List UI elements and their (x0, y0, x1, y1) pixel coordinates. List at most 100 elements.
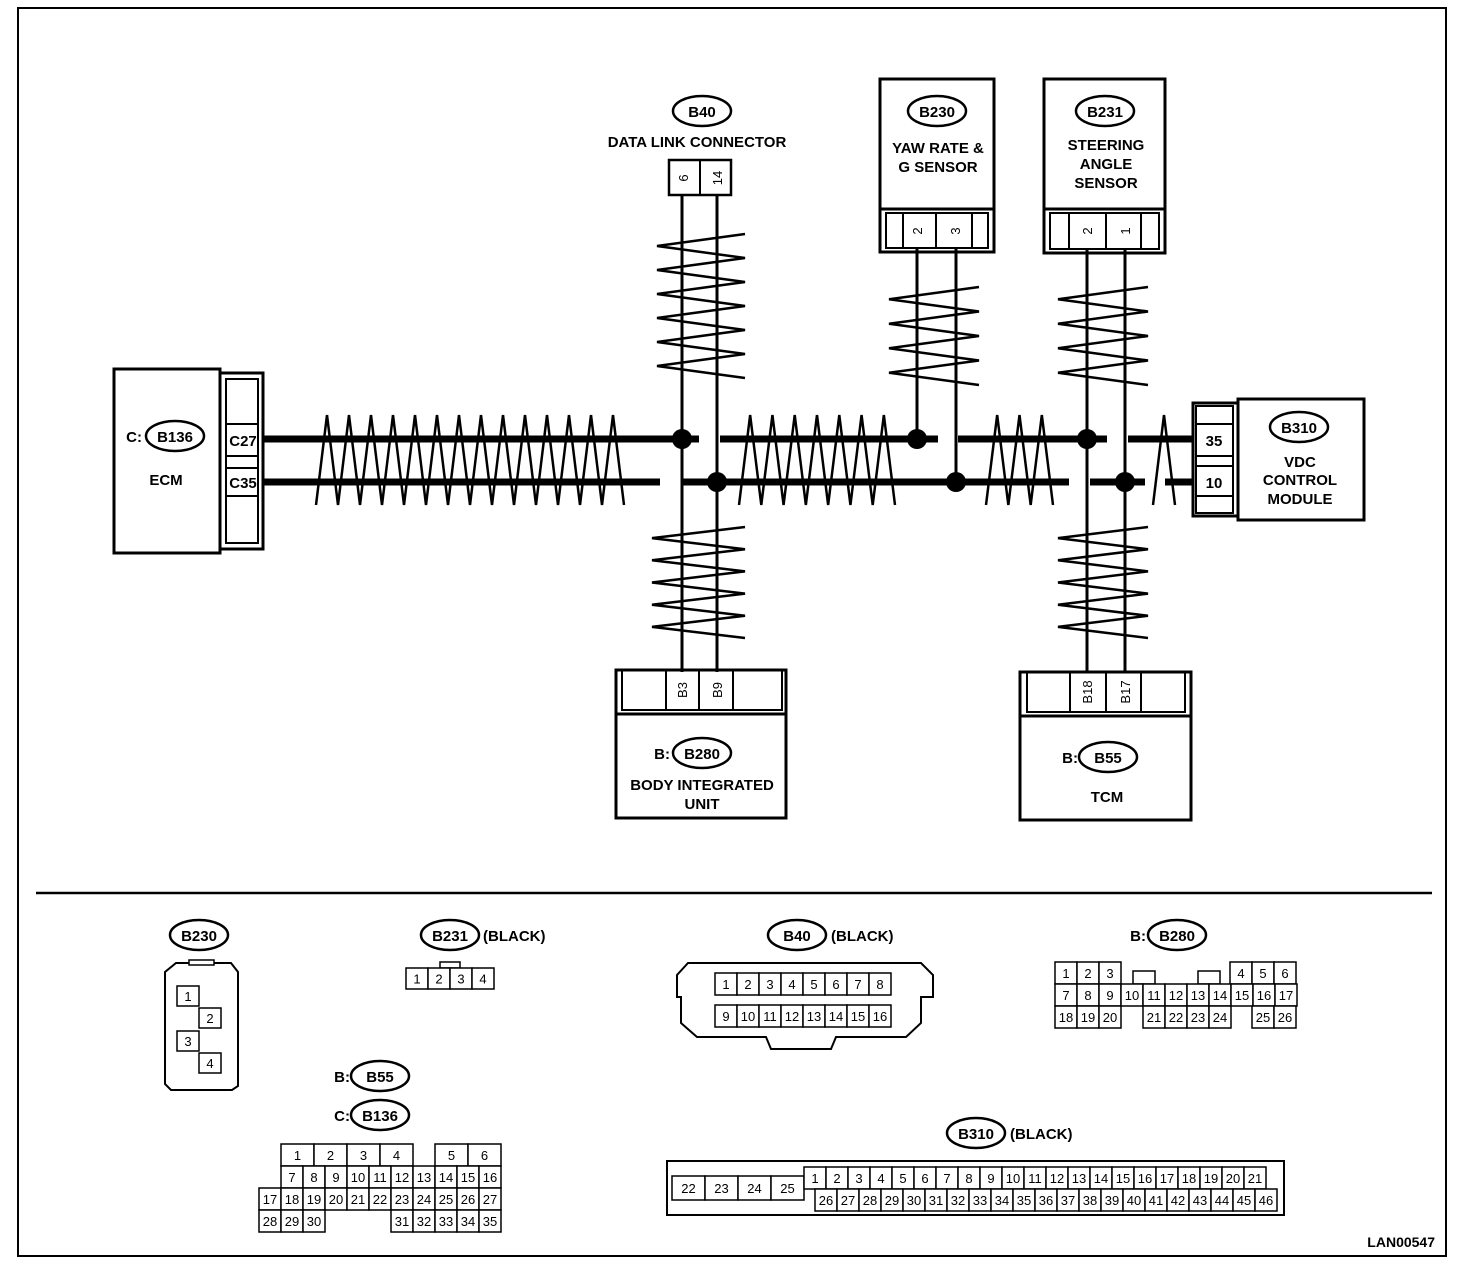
b310-view-pin-34: 34 (995, 1193, 1009, 1208)
b136-view-prefix: C: (334, 1108, 350, 1125)
b310-view-pin-45: 45 (1237, 1193, 1251, 1208)
b55-view-pin-7: 7 (288, 1170, 295, 1185)
b310-view-pin-44: 44 (1215, 1193, 1229, 1208)
tcm-pin-b17: B17 (1118, 680, 1133, 703)
b55-view-pin-3: 3 (360, 1148, 367, 1163)
b40-view-pin-2: 2 (744, 977, 751, 992)
tcm-pin-b18: B18 (1080, 680, 1095, 703)
outer-frame (17, 7, 1447, 1257)
b310-view-pin-11: 11 (1028, 1171, 1042, 1186)
steering-angle-sensor: B231 STEERING ANGLE SENSOR 2 1 (1042, 77, 1167, 255)
b310-view-pin-35: 35 (1017, 1193, 1031, 1208)
b55-view-pin-17: 17 (263, 1192, 277, 1207)
b310-view-pin-27: 27 (841, 1193, 855, 1208)
biu-prefix: B: (654, 746, 670, 763)
ecm-connector-id: B136 (157, 429, 193, 446)
b310-view-pin-38: 38 (1083, 1193, 1097, 1208)
b310-view-pin-22: 22 (681, 1181, 695, 1196)
b55-view-pin-5: 5 (448, 1148, 455, 1163)
vdc-name-line2: CONTROL (1263, 472, 1337, 489)
b280-view-pin-18: 18 (1059, 1010, 1073, 1025)
b310-view-pin-5: 5 (899, 1171, 906, 1186)
b280-view-pin-25: 25 (1256, 1010, 1270, 1025)
b55-view-pin-1: 1 (294, 1148, 301, 1163)
b310-view-pin-32: 32 (951, 1193, 965, 1208)
b55-view-pin-13: 13 (417, 1170, 431, 1185)
steer-name-line3: SENSOR (1074, 175, 1138, 192)
twisted-pair-markings (314, 232, 1177, 640)
b310-view-pin-19: 19 (1204, 1171, 1218, 1186)
b40-view-id: B40 (783, 928, 811, 945)
steer-pin-2: 2 (1080, 227, 1095, 234)
b280-view-prefix: B: (1130, 928, 1146, 945)
b280-view-pin-21: 21 (1147, 1010, 1161, 1025)
vdc-pin-35: 35 (1206, 433, 1223, 450)
b280-view-pin-2: 2 (1084, 966, 1091, 981)
yaw-name-line2: G SENSOR (898, 159, 977, 176)
b55-view-pin-12: 12 (395, 1170, 409, 1185)
splice-points (672, 429, 1135, 492)
b280-view-pin-7: 7 (1062, 988, 1069, 1003)
biu-name-line1: BODY INTEGRATED (630, 777, 774, 794)
steer-pin-1: 1 (1118, 227, 1133, 234)
tcm-prefix: B: (1062, 750, 1078, 767)
b310-view-pin-30: 30 (907, 1193, 921, 1208)
steer-id: B231 (1087, 104, 1123, 121)
body-integrated-unit: B3 B9 B: B280 BODY INTEGRATED UNIT (614, 668, 788, 820)
b55-view-pin-35: 35 (483, 1214, 497, 1229)
b310-view-pin-10: 10 (1006, 1171, 1020, 1186)
steer-name-line2: ANGLE (1080, 156, 1133, 173)
b280-view-pin-9: 9 (1106, 988, 1113, 1003)
b310-view-pin-37: 37 (1061, 1193, 1075, 1208)
b280-view-pin-3: 3 (1106, 966, 1113, 981)
b310-view-pin-43: 43 (1193, 1193, 1207, 1208)
data-link-connector: B40 DATA LINK CONNECTOR 6 14 (608, 94, 786, 197)
b231-view-pin-1: 1 (413, 972, 420, 987)
dlc-pin-14: 14 (710, 171, 725, 185)
b55-view-pin-24: 24 (417, 1192, 431, 1207)
b310-view-pin-24: 24 (747, 1181, 761, 1196)
b280-view-pin-13: 13 (1191, 988, 1205, 1003)
b280-view-pin-12: 12 (1169, 988, 1183, 1003)
b310-view-pin-25: 25 (780, 1181, 794, 1196)
b280-view-pin-8: 8 (1084, 988, 1091, 1003)
connector-b230-view: B230 1 2 3 4 (164, 918, 239, 1091)
dlc-pin-6: 6 (676, 174, 691, 181)
b310-view-pin-46: 46 (1259, 1193, 1273, 1208)
b310-view-pin-9: 9 (987, 1171, 994, 1186)
b55-view-pin-10: 10 (351, 1170, 365, 1185)
b310-view-color: (BLACK) (1010, 1126, 1072, 1143)
biu-pin-b9: B9 (710, 682, 725, 698)
b55-view-pin-6: 6 (481, 1148, 488, 1163)
b55-view-pin-2: 2 (327, 1148, 334, 1163)
b310-view-pin-36: 36 (1039, 1193, 1053, 1208)
biu-id: B280 (684, 746, 720, 763)
b55-view-pin-30: 30 (307, 1214, 321, 1229)
b280-view-pin-4: 4 (1237, 966, 1244, 981)
b231-view-id: B231 (432, 928, 468, 945)
b55-view-id: B55 (366, 1069, 394, 1086)
b40-view-pin-8: 8 (876, 977, 883, 992)
b40-view-pin-1: 1 (722, 977, 729, 992)
b40-view-pin-6: 6 (832, 977, 839, 992)
b55-view-pin-16: 16 (483, 1170, 497, 1185)
yaw-name-line1: YAW RATE & (892, 140, 984, 157)
b310-view-id: B310 (958, 1126, 994, 1143)
biu-name-line2: UNIT (685, 796, 720, 813)
b230-view-pin-4: 4 (206, 1056, 213, 1071)
b55-view-pin-18: 18 (285, 1192, 299, 1207)
b310-view-pin-1: 1 (811, 1171, 818, 1186)
b55-view-pin-26: 26 (461, 1192, 475, 1207)
b40-view-pin-14: 14 (829, 1009, 843, 1024)
b280-view-id: B280 (1159, 928, 1195, 945)
b310-view-pin-29: 29 (885, 1193, 899, 1208)
b55-view-pin-20: 20 (329, 1192, 343, 1207)
b310-view-pin-6: 6 (921, 1171, 928, 1186)
b40-view-color: (BLACK) (831, 928, 893, 945)
vdc-pin-10: 10 (1206, 475, 1223, 492)
b310-view-pin-15: 15 (1116, 1171, 1130, 1186)
b231-view-pin-4: 4 (479, 972, 486, 987)
